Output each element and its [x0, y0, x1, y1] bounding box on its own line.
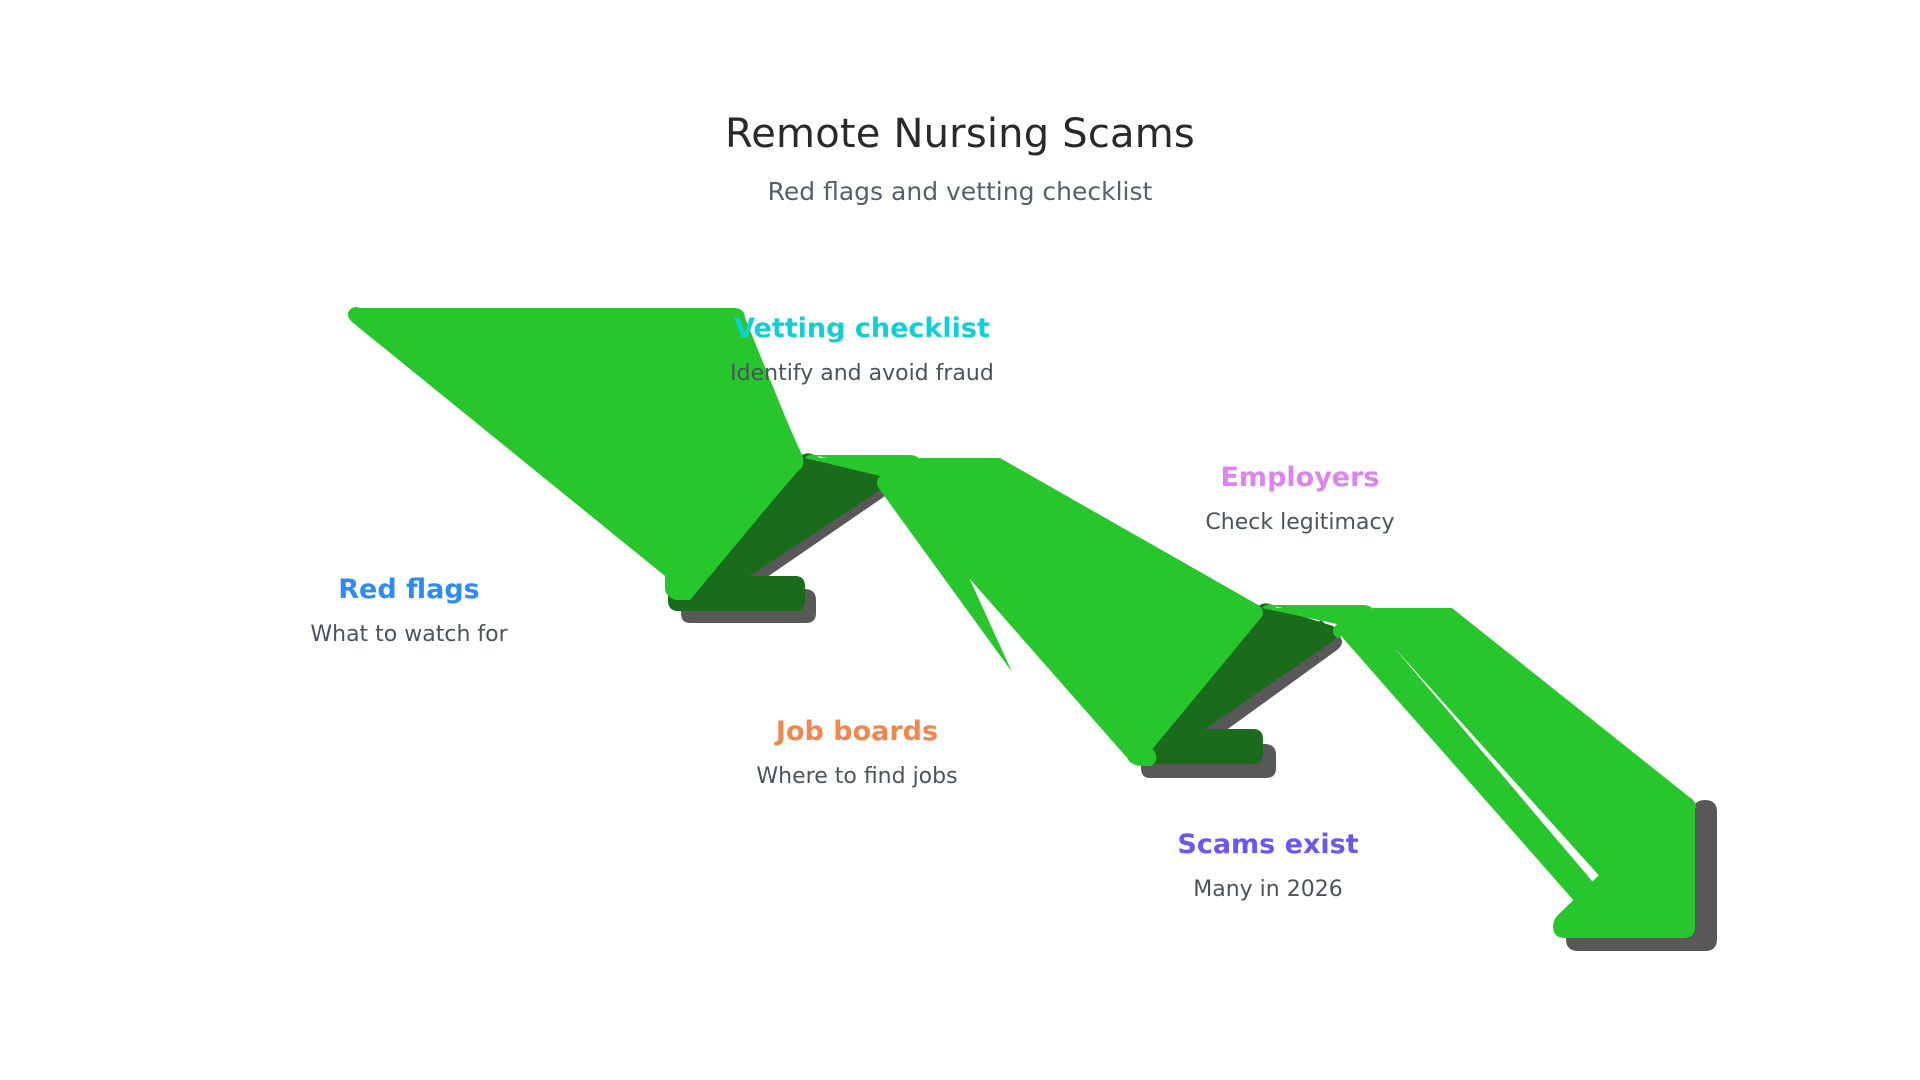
- arrowhead: [1553, 796, 1695, 938]
- arrow-fold-group: [668, 453, 1337, 764]
- ribbon-segment-2-body: [812, 455, 1157, 766]
- valley-2-fold: [1127, 603, 1337, 764]
- arrow-ribbon-group: [347, 307, 1696, 938]
- valley-1-fold-solid: [668, 453, 886, 611]
- ribbon-segment-1-body: [347, 307, 804, 598]
- ribbon-segment-3: [919, 458, 1263, 752]
- ribbon-segment-4-body: [1269, 605, 1612, 916]
- ribbon-segment-5-and-arrowhead: [1373, 608, 1696, 937]
